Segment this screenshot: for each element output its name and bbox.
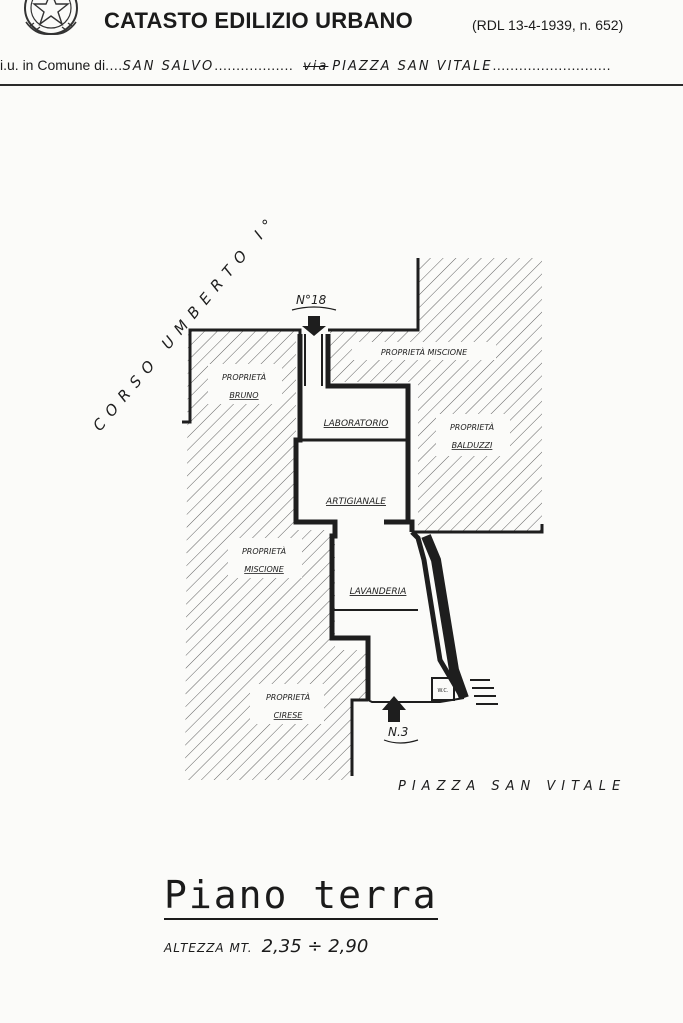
room-label-laboratorio: LABORATORIO	[324, 419, 389, 429]
property-boundary-bottom	[350, 698, 368, 776]
hatched-area-right	[418, 258, 542, 532]
address-line: i.u. in Comune di....SAN SALVO..........…	[0, 57, 683, 74]
neighbor-miscione-left-line1: PROPRIETÀ	[242, 545, 286, 556]
neighbor-cirese-line1: PROPRIETÀ	[266, 691, 310, 702]
property-boundary-right	[412, 524, 544, 534]
header-divider	[0, 84, 683, 86]
unit-wall-right	[325, 334, 463, 696]
document-title: CATASTO EDILIZIO URBANO	[104, 8, 413, 33]
height-line: ALTEZZA MT. 2,35 ÷ 2,90	[164, 936, 368, 957]
entrance-arrow-bottom	[382, 696, 406, 722]
dotted-leader: ...........................	[492, 57, 612, 73]
dotted-leader: ....	[105, 57, 123, 73]
republic-emblem-icon	[24, 0, 78, 36]
property-boundary	[182, 258, 420, 424]
address-prefix: i.u. in Comune di	[0, 57, 106, 73]
stair-wall	[421, 534, 469, 700]
via-label: via	[303, 59, 329, 74]
entrance-arrow-top	[302, 316, 326, 336]
entrance-underline	[291, 306, 337, 311]
label-box-bruno	[208, 364, 282, 404]
label-box-miscione-left	[228, 538, 302, 578]
entrance-underline	[383, 739, 419, 744]
neighbor-balduzzi-line1: PROPRIETÀ	[450, 421, 494, 432]
label-box-cirese	[250, 684, 324, 724]
height-label: ALTEZZA MT.	[164, 941, 253, 955]
neighbor-bruno-line2: BRUNO	[229, 391, 258, 400]
bottom-entrance-wall	[367, 697, 465, 703]
neighbor-miscione-left-line2: MISCIONE	[244, 565, 285, 574]
document-subtitle: (RDL 13-4-1939, n. 652)	[472, 17, 624, 33]
unit-wall-left	[293, 334, 371, 700]
neighbor-miscione-top: PROPRIETÀ MISCIONE	[381, 346, 468, 357]
room-label-wc: W.C.	[437, 688, 448, 694]
street-piazza-label: PIAZZA SAN VITALE	[398, 779, 626, 794]
entrance-number-top: N°18	[296, 293, 327, 307]
neighbor-bruno-line1: PROPRIETÀ	[222, 371, 266, 382]
via-value: PIAZZA SAN VITALE	[332, 59, 493, 74]
neighbor-balduzzi-line2: BALDUZZI	[452, 441, 493, 450]
floor-plan: CORSO UMBERTO I° PIAZZA SAN VITALE N°18 …	[89, 210, 626, 794]
dotted-leader: ..................	[214, 57, 294, 73]
neighbor-cirese-line2: CIRESE	[274, 711, 304, 720]
stair-steps	[470, 679, 498, 705]
corridor-wall	[304, 334, 323, 386]
wc-box	[431, 677, 455, 701]
comune-value: SAN SALVO	[122, 59, 215, 74]
label-box-balduzzi	[436, 414, 510, 456]
room-label-lavanderia: LAVANDERIA	[350, 587, 407, 597]
floor-title: Piano terra	[164, 872, 438, 920]
entrance-number-bottom: N.3	[388, 725, 408, 739]
label-box-miscione-top	[352, 342, 496, 360]
room-label-artigianale: ARTIGIANALE	[325, 497, 386, 507]
height-value: 2,35 ÷ 2,90	[261, 936, 369, 957]
